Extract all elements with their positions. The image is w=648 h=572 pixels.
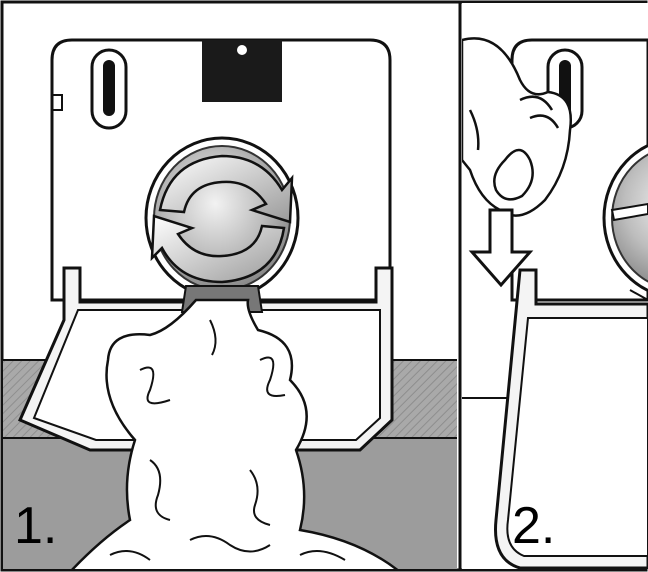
step-label-2: 2.	[512, 500, 555, 552]
step-label-1: 1.	[14, 500, 57, 552]
panel-2	[462, 3, 648, 572]
panel-1	[3, 40, 460, 572]
